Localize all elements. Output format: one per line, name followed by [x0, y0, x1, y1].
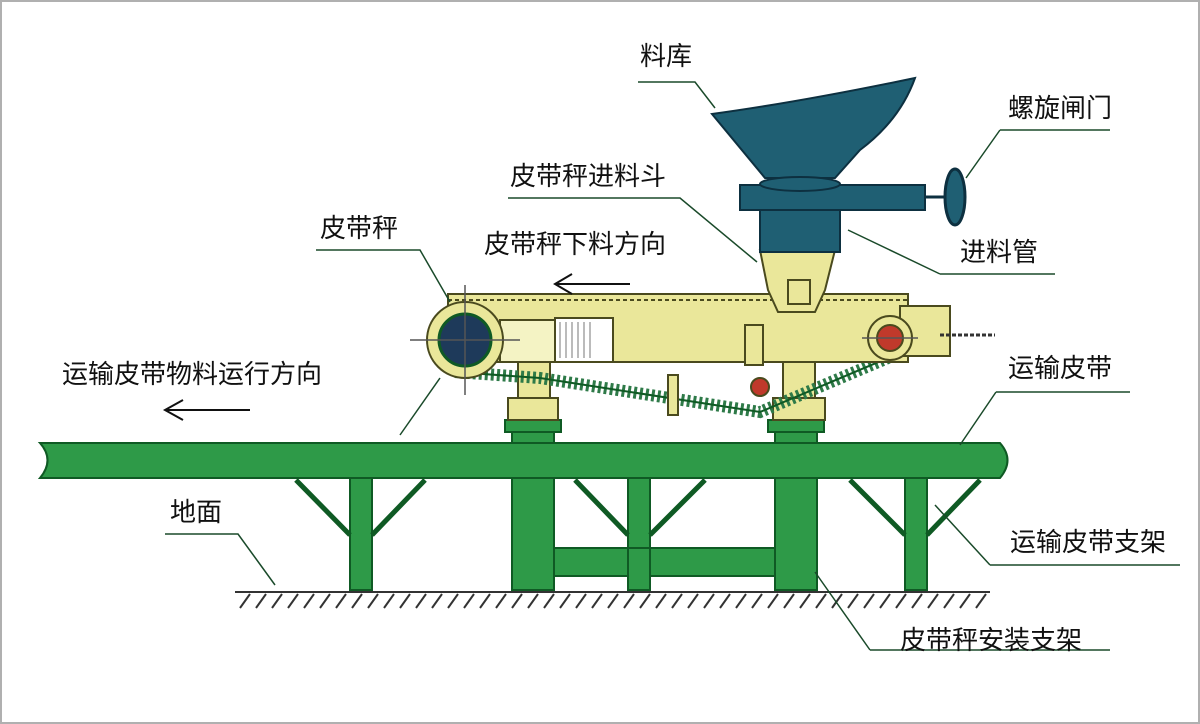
feed-hopper [758, 249, 837, 313]
hatch-mark [879, 593, 891, 609]
hatch-mark [751, 593, 763, 609]
hatch-mark [719, 593, 731, 609]
hatch-mark [591, 593, 603, 609]
hatch-mark [367, 593, 379, 609]
label-hopper: 料库 [640, 42, 693, 72]
hatch-mark [623, 593, 635, 609]
conveyor-belt [37, 442, 1009, 479]
hatch-mark [239, 593, 251, 609]
hatch-mark [703, 593, 715, 609]
hatch-mark [511, 593, 523, 609]
hatch-mark [255, 593, 267, 609]
hatch-mark [831, 593, 843, 609]
direction-arrows [162, 273, 630, 421]
hatch-mark [895, 593, 907, 609]
hatch-mark [783, 593, 795, 609]
hatch-mark [959, 593, 971, 609]
label-spiral-gate: 螺旋闸门 [1008, 94, 1113, 124]
hatch-mark [527, 593, 539, 609]
hatch-mark [303, 593, 315, 609]
hatch-mark [335, 593, 347, 609]
hatch-mark [271, 593, 283, 609]
label-material-direction: 运输皮带物料运行方向 [62, 360, 323, 390]
hatch-mark [351, 593, 363, 609]
hatch-mark [559, 593, 571, 609]
label-conveyor-belt: 运输皮带 [1008, 354, 1113, 384]
hatch-mark [319, 593, 331, 609]
hatch-mark [975, 593, 987, 609]
hatch-mark [431, 593, 443, 609]
hatch-mark [479, 593, 491, 609]
hatch-mark [447, 593, 459, 609]
hatch-mark [575, 593, 587, 609]
label-scale-support: 皮带秤安装支架 [900, 626, 1083, 656]
tension-weight [667, 374, 679, 416]
hatch-mark [399, 593, 411, 609]
tail-pulley [862, 315, 918, 361]
hatch-mark [415, 593, 427, 609]
label-ground: 地面 [170, 498, 223, 528]
hatch-mark [927, 593, 939, 609]
hatch-mark [687, 593, 699, 609]
hatch-mark [863, 593, 875, 609]
weigh-idler [750, 377, 770, 397]
hatch-mark [815, 593, 827, 609]
hatch-mark [911, 593, 923, 609]
hatch-mark [943, 593, 955, 609]
hatch-mark [847, 593, 859, 609]
label-feed-hopper: 皮带秤进料斗 [510, 162, 667, 192]
hatch-mark [655, 593, 667, 609]
label-discharge-direction: 皮带秤下料方向 [484, 230, 667, 260]
hatch-mark [543, 593, 555, 609]
hatch-mark [735, 593, 747, 609]
spiral-gate-handwheel [925, 167, 967, 227]
hatch-mark [671, 593, 683, 609]
label-conveyor-support: 运输皮带支架 [1010, 528, 1167, 558]
hatch-mark [607, 593, 619, 609]
hatch-mark [287, 593, 299, 609]
hatch-mark [463, 593, 475, 609]
hatch-mark [799, 593, 811, 609]
label-feed-pipe: 进料管 [960, 238, 1039, 268]
label-belt-scale: 皮带秤 [320, 214, 399, 244]
hatch-mark [383, 593, 395, 609]
hatch-mark [639, 593, 651, 609]
hatch-mark [495, 593, 507, 609]
head-pulley [410, 285, 520, 395]
leader-lines [165, 81, 1180, 651]
hatch-mark [767, 593, 779, 609]
ground-hatch [235, 591, 990, 609]
